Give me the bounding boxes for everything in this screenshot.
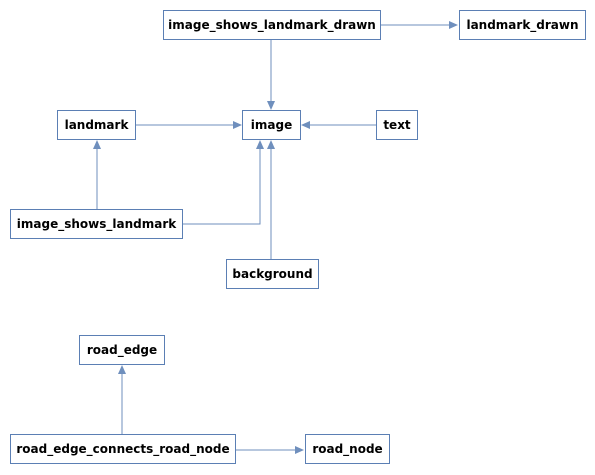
edge-text-to-image [301,121,376,129]
edge-landmark-to-image [136,121,242,129]
node-landmark[interactable]: landmark [57,110,136,140]
node-background[interactable]: background [226,259,319,289]
node-road-edge[interactable]: road_edge [79,335,165,365]
edge-image-shows-landmark-drawn-to-image [267,40,275,110]
node-image-shows-landmark-drawn[interactable]: image_shows_landmark_drawn [163,10,381,40]
node-image-shows-landmark[interactable]: image_shows_landmark [10,209,183,239]
edge-road-edge-connects-road-node-to-road-node [236,446,304,454]
node-road-edge-connects-road-node[interactable]: road_edge_connects_road_node [10,434,236,464]
node-text[interactable]: text [376,110,418,140]
edge-image-shows-landmark-to-landmark [93,140,101,209]
node-road-node[interactable]: road_node [305,434,390,464]
node-image[interactable]: image [242,110,301,140]
node-landmark-drawn[interactable]: landmark_drawn [459,10,586,40]
edge-image-shows-landmark-drawn-to-landmark-drawn [381,21,458,29]
edge-image-shows-landmark-to-image [183,140,264,225]
edge-background-to-image [267,140,275,259]
edge-road-edge-connects-road-node-to-road-edge [118,365,126,434]
